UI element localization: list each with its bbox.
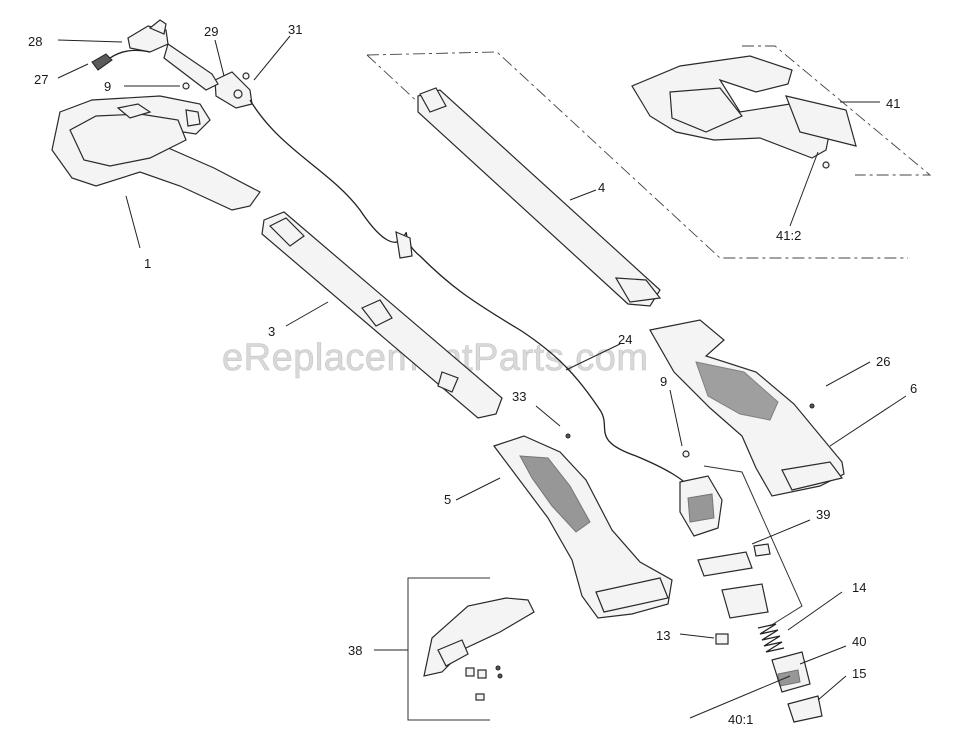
callout-40: 40 bbox=[852, 634, 866, 649]
callout-26: 26 bbox=[876, 354, 890, 369]
part-28-plug bbox=[127, 19, 169, 53]
cord-clip bbox=[395, 231, 413, 259]
callout-41-2: 41:2 bbox=[776, 228, 801, 243]
callout-41: 41 bbox=[886, 96, 900, 111]
callout-27: 27 bbox=[34, 72, 48, 87]
part-1-handle bbox=[51, 95, 261, 211]
part-33-screw bbox=[565, 433, 571, 439]
callout-9-lower: 9 bbox=[660, 374, 667, 389]
cord-wire-24 bbox=[249, 99, 701, 501]
part-29-31-switch bbox=[163, 43, 253, 109]
callout-40-1: 40:1 bbox=[728, 712, 753, 727]
callout-31: 31 bbox=[288, 22, 302, 37]
callout-5: 5 bbox=[444, 492, 451, 507]
part-6-motor-housing bbox=[649, 319, 845, 497]
callout-14: 14 bbox=[852, 580, 866, 595]
part-15 bbox=[787, 695, 823, 723]
part-4-shaft-tube bbox=[417, 87, 662, 307]
callout-39: 39 bbox=[816, 507, 830, 522]
callout-15: 15 bbox=[852, 666, 866, 681]
part-3-shaft-half bbox=[261, 211, 503, 419]
callout-24: 24 bbox=[618, 332, 632, 347]
part-41-handle-cover bbox=[631, 55, 857, 169]
part-5-motor-housing bbox=[493, 435, 673, 619]
part-40 bbox=[771, 651, 811, 693]
part-13 bbox=[715, 633, 729, 645]
callout-29: 29 bbox=[204, 24, 218, 39]
part-14-spring bbox=[757, 623, 785, 653]
callout-3: 3 bbox=[268, 324, 275, 339]
part-27-cord-plug bbox=[91, 49, 151, 71]
callout-38: 38 bbox=[348, 643, 362, 658]
part-9b-screw bbox=[682, 450, 690, 458]
callout-4: 4 bbox=[598, 180, 605, 195]
callout-33: 33 bbox=[512, 389, 526, 404]
callout-28: 28 bbox=[28, 34, 42, 49]
leader-lines bbox=[57, 35, 907, 719]
callout-labels: 28 27 29 31 9 1 3 4 41 41:2 24 26 6 9 33… bbox=[28, 22, 917, 727]
part-26-screw bbox=[809, 403, 815, 409]
part-38-guard bbox=[407, 577, 535, 721]
callout-9: 9 bbox=[104, 79, 111, 94]
callout-6: 6 bbox=[910, 381, 917, 396]
part-39-motor-assembly bbox=[679, 465, 803, 627]
callout-1: 1 bbox=[144, 256, 151, 271]
assembly-frame-top bbox=[366, 45, 932, 263]
part-9a-screw bbox=[182, 82, 190, 90]
callout-13: 13 bbox=[656, 628, 670, 643]
